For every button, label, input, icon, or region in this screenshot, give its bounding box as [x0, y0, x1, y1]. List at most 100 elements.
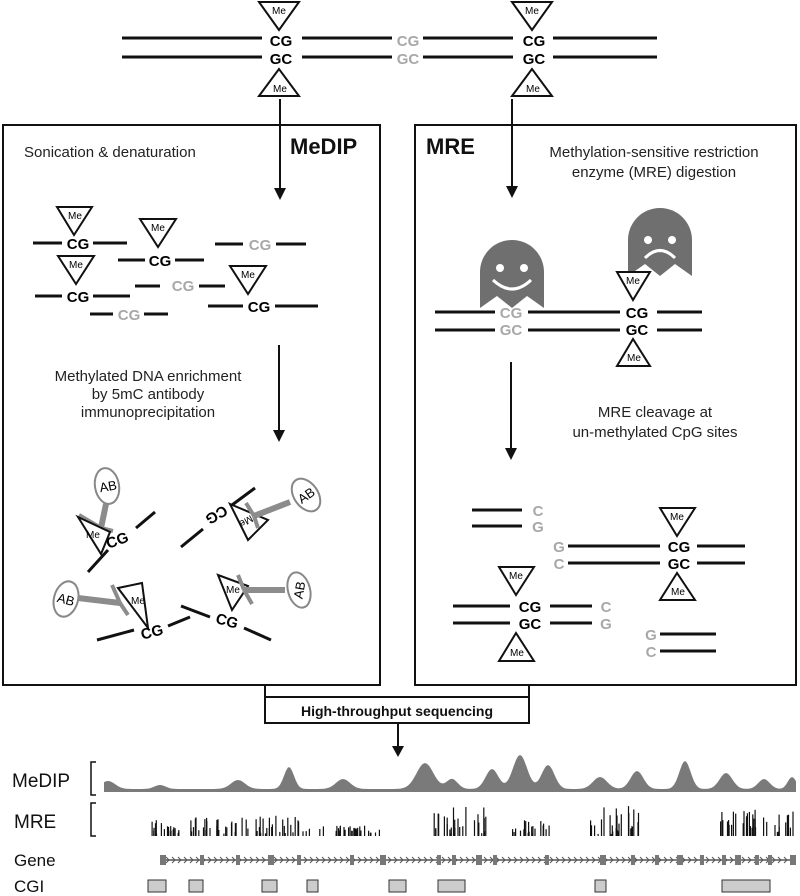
- antibody-complex-4: CG Me AB: [180, 571, 312, 642]
- mre-bar: [763, 817, 765, 836]
- mre-bar: [209, 828, 211, 836]
- mre-bar: [787, 814, 790, 836]
- mre-bar: [218, 830, 220, 836]
- mre-bar: [282, 819, 284, 836]
- mre-bar: [354, 828, 356, 836]
- svg-text:Me: Me: [525, 6, 539, 17]
- track-label-medip: MeDIP: [12, 771, 70, 792]
- mre-bar: [275, 815, 277, 836]
- strand-chevron: [555, 856, 560, 864]
- mre-bar: [485, 816, 487, 836]
- mre-bar: [349, 826, 351, 836]
- strand-chevron: [621, 856, 626, 864]
- mre-bar: [174, 828, 176, 836]
- mre-bar: [525, 821, 527, 836]
- mre-bar: [166, 826, 169, 836]
- mre-bar: [190, 828, 192, 836]
- svg-text:C: C: [533, 503, 544, 520]
- mre-step1-caption: Methylation-sensitive restriction enzyme…: [549, 144, 758, 181]
- mre-bar: [151, 821, 153, 836]
- mre-bar: [322, 826, 324, 836]
- svg-text:Me: Me: [69, 260, 83, 271]
- methyl-group-icon: [510, 67, 554, 97]
- cgi-block: [388, 879, 407, 893]
- track-bracket-mre: [90, 802, 96, 837]
- mre-bar: [459, 827, 461, 836]
- exon-block: [722, 855, 726, 865]
- mre-bar: [435, 828, 437, 836]
- svg-text:CG: CG: [139, 621, 165, 643]
- mre-bar: [777, 831, 779, 836]
- strand-chevron: [411, 856, 416, 864]
- strand-chevron: [339, 856, 344, 864]
- antibody-icon: AB: [52, 580, 130, 618]
- mre-title: MRE: [426, 134, 475, 159]
- strand-chevron: [519, 856, 524, 864]
- exon-block: [655, 855, 659, 865]
- mre-bar: [163, 829, 165, 836]
- strand-chevron: [249, 856, 254, 864]
- track-bracket-medip: [90, 761, 96, 796]
- strand-chevron: [375, 856, 380, 864]
- mre-bar: [191, 831, 193, 836]
- strand-chevron: [513, 856, 518, 864]
- mre-bar: [612, 831, 614, 836]
- strand-chevron: [285, 856, 290, 864]
- mre-bar: [732, 811, 734, 836]
- strand-chevron: [189, 856, 194, 864]
- svg-text:C: C: [554, 556, 565, 573]
- mre-bar: [594, 825, 596, 836]
- mre-bar: [336, 825, 338, 836]
- cgi-block: [261, 879, 278, 893]
- svg-text:Me: Me: [241, 270, 255, 281]
- mre-bar: [512, 829, 514, 836]
- strand-chevron: [357, 856, 362, 864]
- svg-text:CG: CG: [67, 236, 90, 253]
- svg-text:Me: Me: [671, 587, 685, 598]
- mre-bar: [457, 818, 459, 836]
- svg-text:G: G: [532, 519, 544, 536]
- strand-chevron: [711, 856, 716, 864]
- methyl-group-icon: [510, 1, 554, 32]
- mre-bar: [225, 826, 227, 836]
- methyl-group-icon: [56, 255, 96, 286]
- mre-bar: [766, 821, 768, 836]
- strand-chevron: [405, 856, 410, 864]
- track-label-gene: Gene: [14, 851, 56, 870]
- top-dna-duplex: [122, 36, 657, 59]
- exon-block: [493, 855, 497, 865]
- exon-block: [768, 855, 772, 865]
- mre-bar: [465, 807, 467, 836]
- strand-chevron: [471, 856, 476, 864]
- mre-bar: [271, 824, 273, 836]
- mre-bar: [155, 820, 157, 836]
- mre-bar: [234, 823, 236, 836]
- mre-bar: [452, 807, 455, 836]
- track-label-mre: MRE: [14, 812, 56, 833]
- svg-text:un-methylated CpG sites: un-methylated CpG sites: [572, 424, 737, 441]
- strand-chevron: [591, 856, 596, 864]
- mre-bar: [364, 825, 366, 836]
- mre-bar: [368, 830, 370, 836]
- svg-text:by 5mC antibody: by 5mC antibody: [92, 386, 205, 403]
- mre-bar: [528, 821, 530, 836]
- methyl-group-icon: [116, 581, 150, 632]
- cgi-block: [721, 879, 771, 893]
- mre-bar: [542, 825, 544, 836]
- exon-block: [236, 855, 240, 865]
- mre-bar: [198, 830, 200, 836]
- strand-chevron: [417, 856, 422, 864]
- exon-block: [631, 855, 635, 865]
- mre-bar: [726, 821, 729, 836]
- sequencing-label: High-throughput sequencing: [301, 703, 493, 719]
- mre-bar: [255, 819, 257, 836]
- svg-text:GC: GC: [500, 322, 523, 339]
- mre-bar: [462, 826, 464, 836]
- strand-chevron: [465, 856, 470, 864]
- mre-bar: [630, 828, 632, 836]
- mre-bar: [484, 831, 486, 836]
- mre-coverage-bars: [151, 806, 794, 836]
- strand-chevron: [663, 856, 668, 864]
- mre-bar: [531, 833, 533, 836]
- mre-bar: [256, 831, 258, 836]
